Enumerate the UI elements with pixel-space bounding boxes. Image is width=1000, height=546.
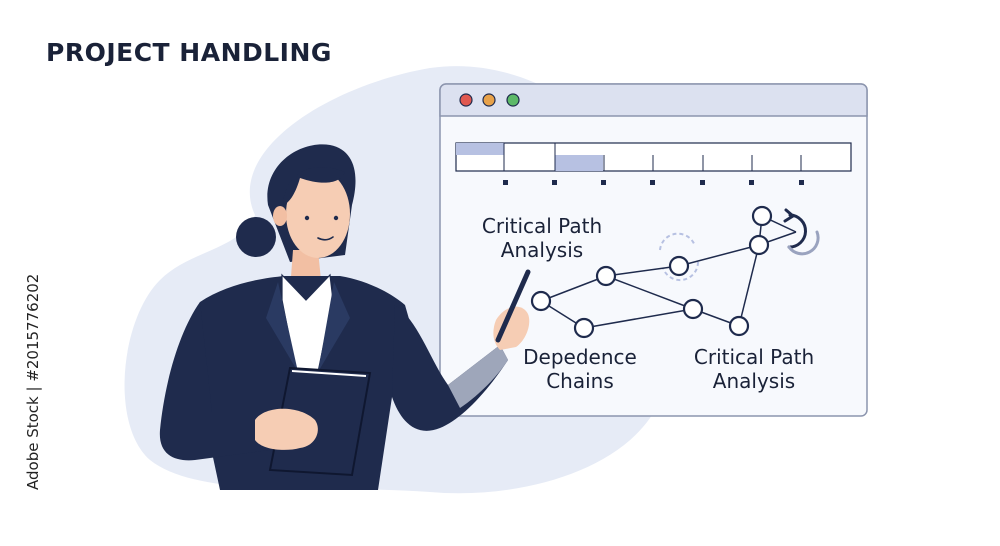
graph-node xyxy=(728,315,750,337)
graph-node xyxy=(573,317,595,339)
woman-presenter xyxy=(159,144,531,490)
graph-node xyxy=(748,234,770,256)
timeline-bar xyxy=(455,142,852,185)
graph-node xyxy=(595,265,617,287)
page-title: PROJECT HANDLING xyxy=(46,38,332,67)
graph-node xyxy=(668,255,690,277)
minimize-dot-icon xyxy=(482,93,496,107)
close-dot-icon xyxy=(459,93,473,107)
maximize-dot-icon xyxy=(506,93,520,107)
graph-node xyxy=(530,290,552,312)
refresh-dashed-icon xyxy=(659,232,700,282)
graph-node xyxy=(751,205,773,227)
graph-node xyxy=(682,298,704,320)
pen-icon xyxy=(495,269,531,343)
graph-nodes xyxy=(530,205,773,339)
refresh-arrows-icon xyxy=(783,208,820,256)
